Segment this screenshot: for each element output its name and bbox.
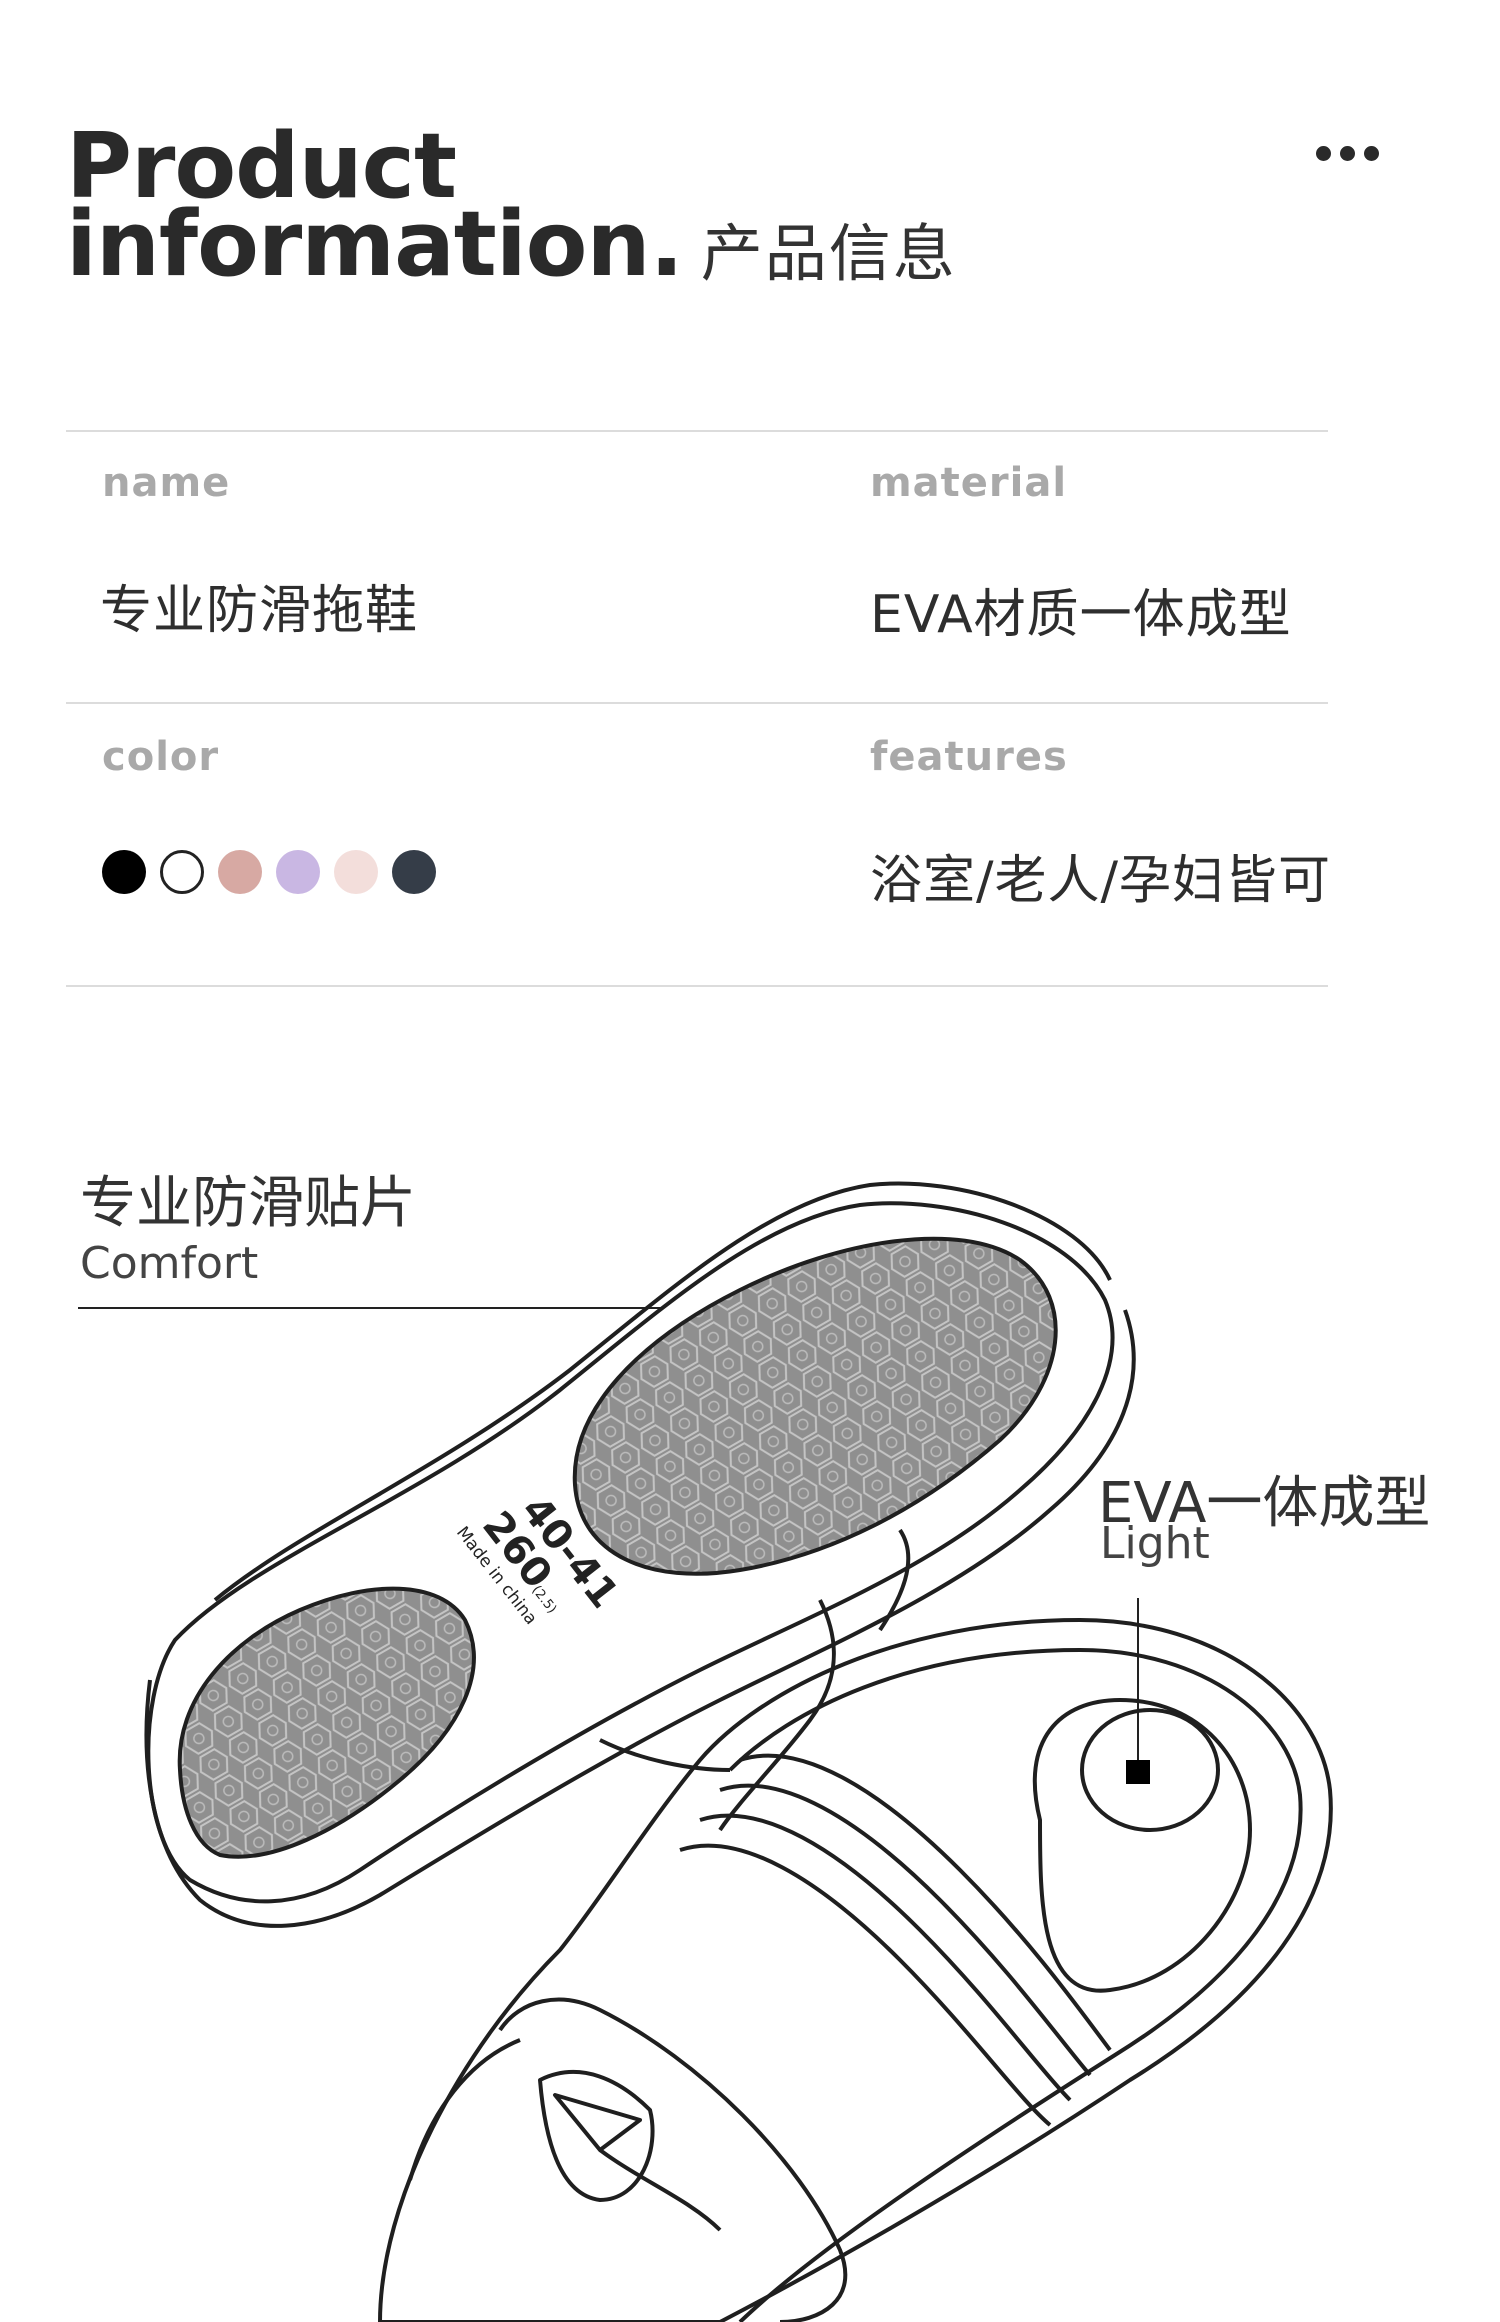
light-marker — [1126, 1760, 1150, 1784]
features-value: 浴室/老人/孕妇皆可 — [870, 851, 1332, 911]
material-label: material — [870, 460, 1068, 506]
title-line-2-text: information. — [66, 192, 684, 297]
anti-slip-callout-title: 专业防滑贴片 — [80, 1171, 416, 1236]
slipper-back — [378, 1618, 1333, 2322]
slipper-front — [144, 1181, 1136, 1928]
name-value: 专业防滑拖鞋 — [100, 581, 419, 641]
color-swatches — [102, 850, 436, 894]
divider — [66, 430, 1328, 432]
page-title: Product information.产品信息 — [66, 114, 957, 293]
color-label: color — [102, 734, 220, 780]
material-value: EVA材质一体成型 — [870, 585, 1292, 645]
name-label: name — [102, 460, 231, 506]
more-horizontal-icon[interactable] — [1316, 146, 1386, 166]
anti-slip-callout-subtitle: Comfort — [80, 1238, 259, 1289]
color-swatch[interactable] — [218, 850, 262, 894]
divider — [66, 985, 1328, 987]
more-dot — [1340, 146, 1355, 161]
eva-callout-subtitle: Light — [1100, 1518, 1210, 1569]
color-swatch[interactable] — [334, 850, 378, 894]
title-line-1: Product — [66, 114, 457, 219]
more-dot — [1364, 146, 1379, 161]
title-chinese: 产品信息 — [700, 217, 957, 290]
color-swatch[interactable] — [102, 850, 146, 894]
title-line-2: information.产品信息 — [66, 200, 957, 293]
color-swatch[interactable] — [160, 850, 204, 894]
features-label: features — [870, 734, 1068, 780]
divider — [66, 702, 1328, 704]
color-swatch[interactable] — [392, 850, 436, 894]
color-swatch[interactable] — [276, 850, 320, 894]
eva-callout-title: EVA一体成型 — [1098, 1471, 1431, 1536]
more-dot — [1316, 146, 1331, 161]
